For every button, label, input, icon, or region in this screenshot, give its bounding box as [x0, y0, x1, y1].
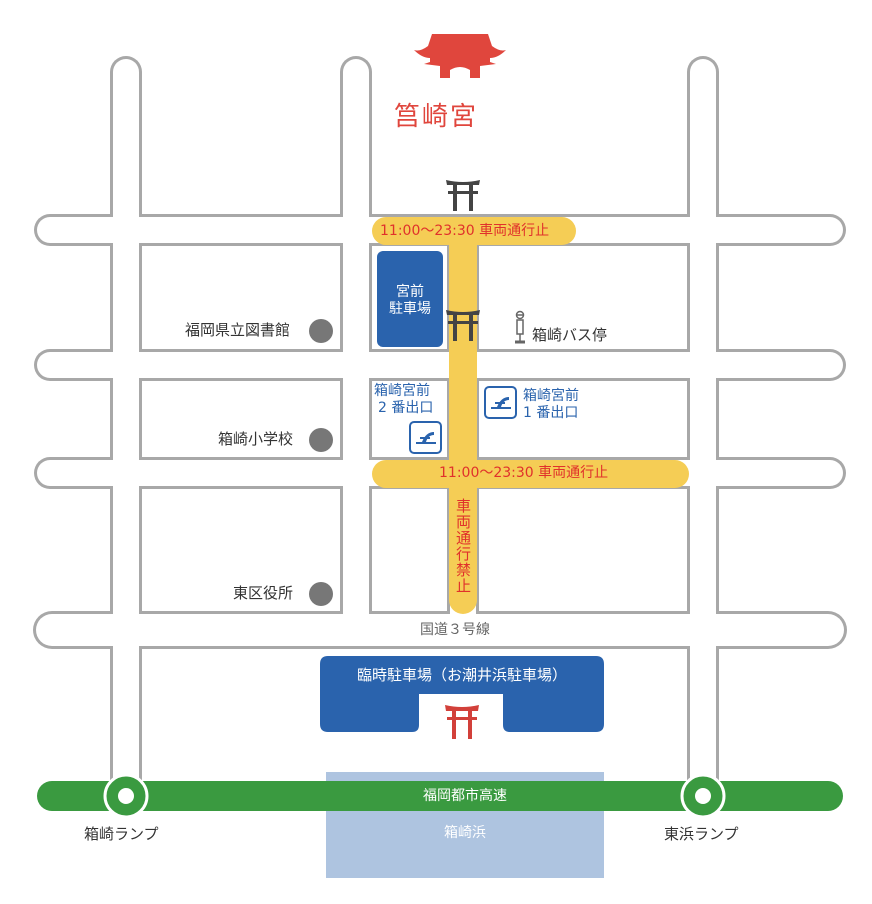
beach-label: 箱崎浜	[444, 825, 486, 841]
landmark-school-label: 箱崎小学校	[218, 430, 294, 448]
bus-stop-label: 箱崎バス停	[532, 326, 608, 344]
temporary-parking-area	[320, 656, 604, 732]
miyamae-parking-area	[377, 251, 443, 347]
landmark-library-dot	[309, 319, 333, 343]
miyamae-parking-line2: 駐車場	[389, 301, 431, 317]
torii-gate-icon	[445, 705, 479, 739]
shrine-title: 筥崎宮	[393, 102, 478, 132]
station-exit1-line1: 箱崎宮前	[523, 388, 579, 404]
temporary-parking-label: 臨時駐車場（お潮井浜駐車場）	[356, 666, 567, 684]
ramp-higashihama-label: 東浜ランプ	[664, 825, 739, 843]
shrine-building-icon	[414, 34, 506, 78]
ramp-marker-higashihama	[680, 773, 726, 819]
highway-label: 福岡都市高速	[423, 788, 507, 804]
ramp-hakozaki-label: 箱崎ランプ	[84, 825, 159, 843]
bus-stop-icon	[515, 310, 525, 344]
landmark-school-dot	[309, 428, 333, 452]
restriction-label-top: 11:00〜23:30 車両通行止	[380, 223, 550, 239]
station-exit2-line1: 箱崎宮前	[374, 383, 430, 399]
landmark-ward-office-dot	[309, 582, 333, 606]
subway-icon	[484, 386, 517, 419]
restricted-roads	[372, 217, 689, 614]
torii-gate-icon	[446, 180, 480, 211]
ramp-marker-hakozaki	[103, 773, 149, 819]
miyamae-parking-line1: 宮前	[396, 284, 424, 300]
landmark-ward-office-label: 東区役所	[233, 584, 294, 602]
torii-gate-icon	[446, 310, 480, 341]
station-exit2-line2: 2 番出口	[378, 400, 434, 416]
station-exit1-line2: 1 番出口	[523, 405, 579, 421]
landmark-library-label: 福岡県立図書館	[185, 321, 291, 339]
subway-icon	[409, 421, 442, 454]
restriction-label-vertical: 車両通行禁止	[454, 498, 472, 594]
restriction-label-middle: 11:00〜23:30 車両通行止	[439, 465, 609, 481]
national-route-label: 国道３号線	[420, 622, 490, 638]
